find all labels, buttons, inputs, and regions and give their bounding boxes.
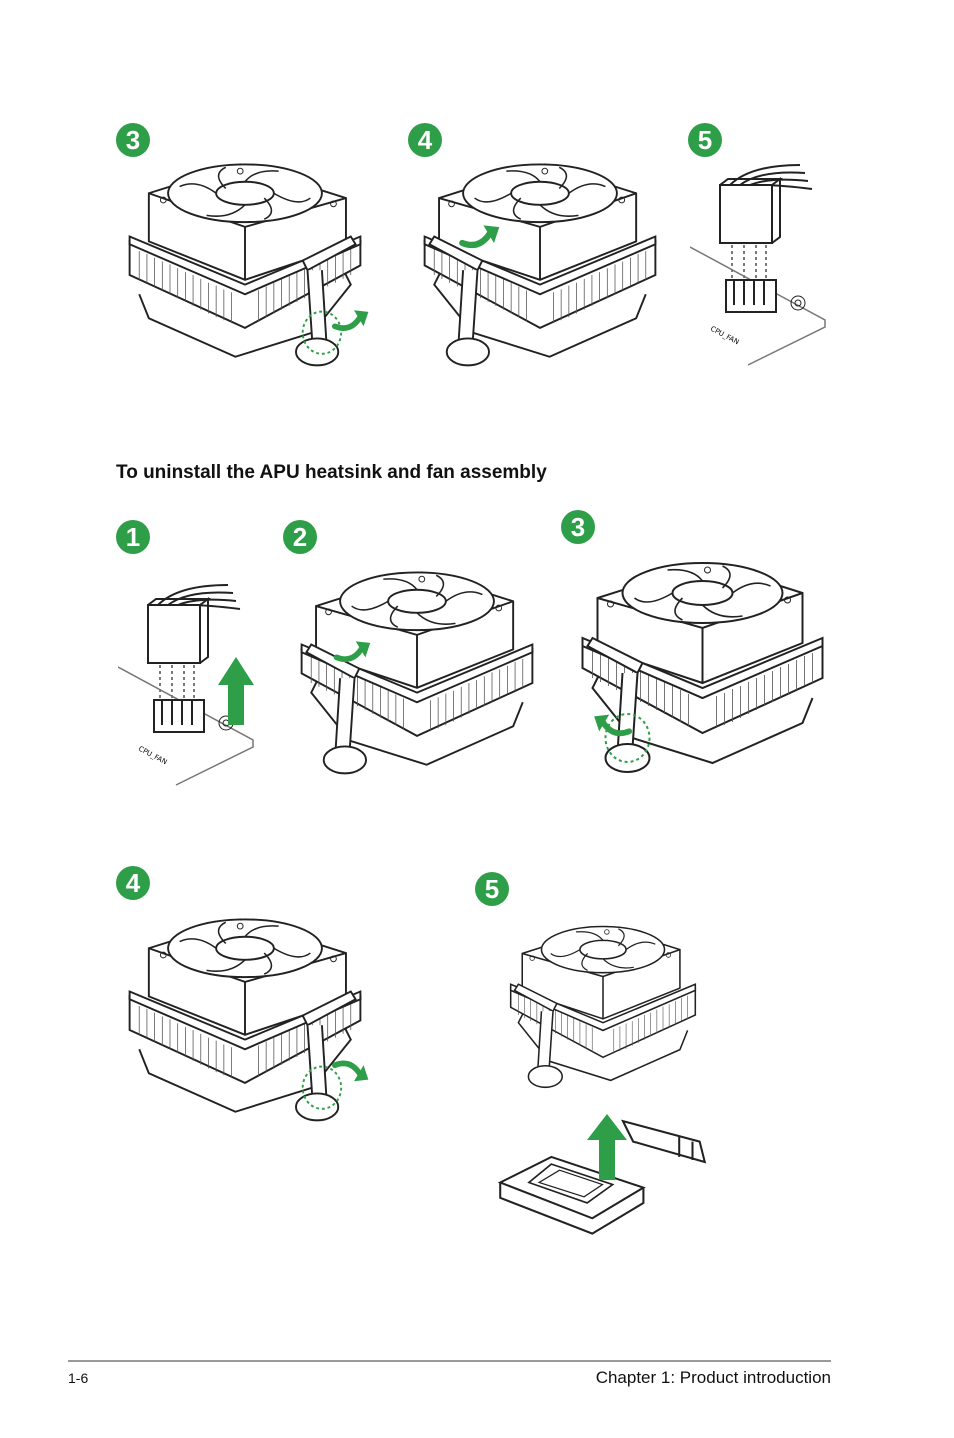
footer-divider	[68, 1360, 831, 1362]
step-badge-uninstall-4: 4	[116, 866, 150, 900]
step-badge-uninstall-5: 5	[475, 872, 509, 906]
step-badge-uninstall-2: 2	[283, 520, 317, 554]
step-badge-install-4: 4	[408, 123, 442, 157]
heatsink-latch-diagram-uninstall-4	[110, 905, 380, 1155]
chapter-title: Chapter 1: Product introduction	[595, 1368, 831, 1387]
lift-arrow	[587, 1114, 627, 1180]
step-badge-install-3: 3	[116, 123, 150, 157]
fan-connector-diagram-uninstall-1: CPU_FAN	[118, 575, 254, 805]
page-number: 1-6	[68, 1370, 89, 1386]
connector-label: CPU_FAN	[137, 745, 168, 767]
step-badge-uninstall-1: 1	[116, 520, 150, 554]
heatsink-lever-diagram-uninstall-2	[282, 558, 552, 808]
connector-label: CPU_FAN	[709, 325, 740, 347]
heatsink-latch-diagram-uninstall-3	[555, 548, 850, 808]
section-heading: To uninstall the APU heatsink and fan as…	[116, 462, 547, 483]
heatsink-lift-diagram-uninstall-5	[478, 915, 728, 1115]
step-badge-uninstall-3: 3	[561, 510, 595, 544]
fan-connector-diagram-install-5: CPU_FAN	[690, 155, 840, 385]
heatsink-lever-diagram-install-4	[405, 150, 675, 400]
heatsink-latch-diagram-install-3	[110, 150, 380, 400]
step-badge-install-5: 5	[688, 123, 722, 157]
